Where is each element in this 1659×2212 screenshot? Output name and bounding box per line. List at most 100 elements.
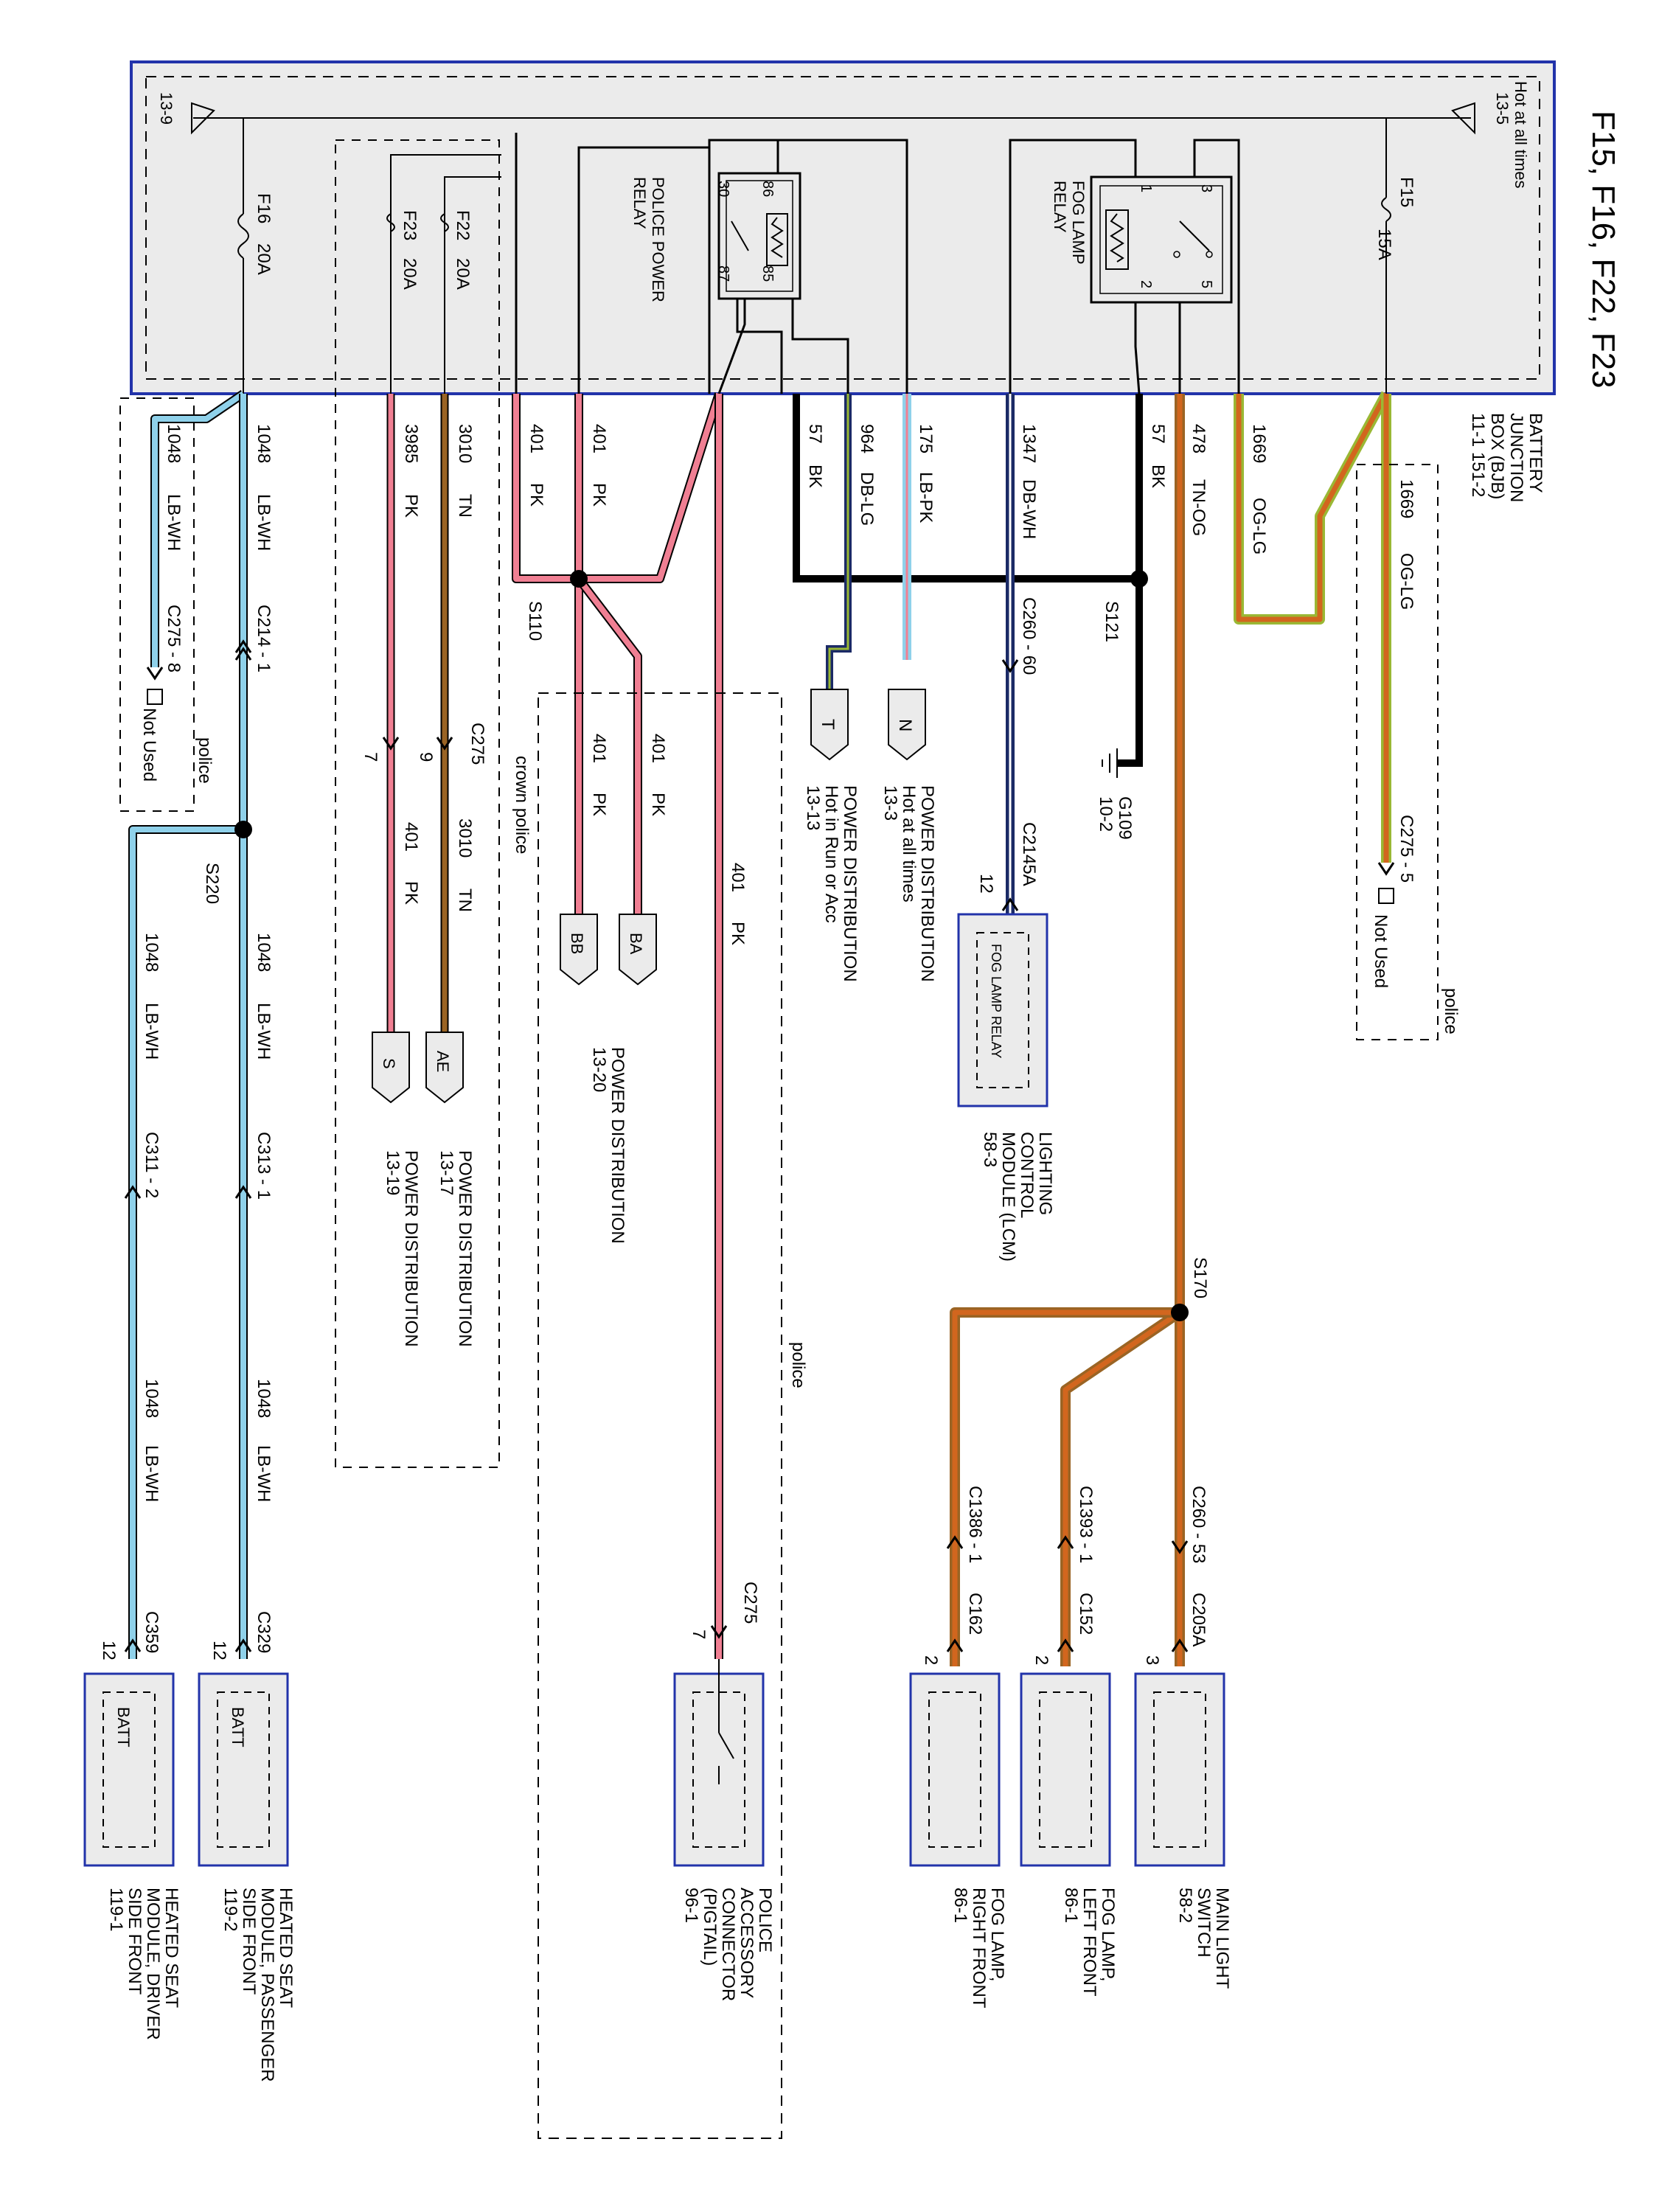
fog-lamp-left-label-3: 86-1: [1061, 1888, 1081, 1923]
svg-text:BATT: BATT: [114, 1707, 133, 1747]
connector-arrow-icon: [1001, 897, 1019, 911]
connector-pin-2-b: 2: [921, 1655, 941, 1665]
connector-c275-bottom: C275: [740, 1582, 760, 1624]
wire-1048-circuit-2: 1048: [164, 424, 184, 463]
page-title: F15, F16, F22, F23: [1585, 111, 1621, 389]
connector-c275-5: C275 - 5: [1397, 815, 1416, 883]
police-acc-label-1: POLICE: [755, 1888, 775, 1952]
fog-lamp-relay-label-2: RELAY: [1051, 181, 1069, 233]
reference-triangle-icon: [1451, 102, 1475, 135]
wire-3010-circuit: 3010: [455, 424, 475, 463]
wire-1669-circuit-2: 1669: [1397, 479, 1416, 518]
wire-1048-color: LB-WH: [254, 494, 274, 551]
power-dist-n-line3: 13-3: [880, 785, 900, 821]
wire-401-circuit: 401: [589, 424, 609, 453]
fog-lamp-right-label-2: RIGHT FRONT: [969, 1888, 989, 2008]
svg-text:AE: AE: [434, 1051, 452, 1072]
hs-driver-label-4: 119-1: [106, 1888, 126, 1932]
wire-964: [826, 394, 852, 689]
svg-text:1: 1: [1138, 184, 1154, 192]
connector-c205a: C205A: [1189, 1593, 1208, 1646]
svg-text:BATT: BATT: [229, 1707, 247, 1747]
connector-pin-9: 9: [416, 752, 436, 762]
connector-c260-53: C260 - 53: [1189, 1486, 1208, 1563]
svg-text:30: 30: [715, 181, 731, 197]
connector-pin-7-b: 7: [689, 1630, 709, 1639]
svg-text:3: 3: [1198, 184, 1214, 192]
fuse-f16: F16 20A: [237, 118, 274, 394]
wire-401-circuit-2: 401: [526, 424, 546, 453]
power-dist-s-line2: 13-19: [383, 1150, 403, 1195]
battery-junction-box: [130, 60, 1556, 395]
wire-1048-color-4: LB-WH: [142, 1003, 161, 1060]
lcm-label-1: LIGHTING: [1035, 1132, 1055, 1215]
wire-1669-color-2: OG-LG: [1397, 553, 1416, 610]
lighting-control-module: FOG LAMP RELAY: [957, 913, 1048, 1107]
reference-triangle-icon: [191, 102, 215, 135]
fuse-f22: F22 20A: [440, 176, 501, 394]
wire-1669: [1234, 391, 1391, 863]
power-dist-t-line3: 13-13: [803, 785, 823, 830]
wire-1669-circuit: 1669: [1249, 424, 1269, 463]
wire-3010-circuit-2: 3010: [455, 818, 475, 858]
svg-text:T: T: [818, 719, 838, 730]
power-dist-pin-t: T: [810, 689, 849, 761]
wire-57-circuit: 57: [1148, 424, 1168, 444]
wire-478-color: TN-OG: [1189, 479, 1208, 536]
wire-1347-color: DB-WH: [1019, 479, 1039, 539]
wire-3985-circuit: 3985: [401, 424, 421, 463]
wire-1048-color-3: LB-WH: [254, 1003, 274, 1060]
wire-3010-color-2: TN: [455, 888, 475, 912]
connector-pin-3: 3: [1142, 1655, 1162, 1665]
fuse-f23: F23 20A: [386, 154, 501, 394]
connector-pin-7-a: 7: [361, 752, 380, 762]
wire-478: [950, 394, 1185, 1666]
power-dist-ae-line1: POWER DISTRIBUTION: [455, 1150, 475, 1347]
wire-1048-circuit-5: 1048: [254, 1379, 274, 1418]
main-light-switch-label-1: MAIN LIGHT: [1212, 1888, 1232, 1989]
wire-175-circuit: 175: [916, 424, 936, 453]
wire-3010-color: TN: [455, 494, 475, 518]
wire-964-color: DB-LG: [857, 472, 877, 526]
power-dist-n-line1: POWER DISTRIBUTION: [917, 785, 937, 982]
police-label-2: police: [195, 737, 215, 784]
connector-c2145a: C2145A: [1019, 822, 1039, 886]
connector-c1386-1: C1386 - 1: [965, 1486, 985, 1563]
fog-lamp-right-front: [909, 1672, 1001, 1867]
ground-ref: 10-2: [1096, 796, 1116, 832]
lcm-label-2: CONTROL: [1017, 1132, 1037, 1218]
lcm-label-3: MODULE (LCM): [998, 1132, 1018, 1262]
ref-13-9: 13-9: [157, 92, 175, 125]
wire-1048-circuit: 1048: [254, 424, 274, 463]
connector-c313-1: C313 - 1: [254, 1132, 274, 1200]
connector-c1393-1: C1393 - 1: [1076, 1486, 1096, 1563]
connector-c214-1: C214 - 1: [254, 605, 274, 672]
svg-text:5: 5: [1198, 280, 1214, 288]
connector-c329: C329: [254, 1611, 274, 1653]
wire-57-color: BK: [1148, 465, 1168, 488]
power-dist-pin-n: N: [888, 689, 926, 761]
hs-pass-label-3: SIDE FRONT: [239, 1888, 259, 1995]
wire-175-color: LB-PK: [916, 472, 936, 523]
ground-g109: G109: [1115, 796, 1135, 840]
wire-1347-circuit: 1347: [1019, 424, 1039, 463]
police-acc-label-2: ACCESSORY: [737, 1888, 757, 1998]
svg-text:15A: 15A: [1374, 229, 1394, 260]
connector-arrow-icon: [1001, 659, 1019, 673]
police-power-relay-label: POLICE POWER: [649, 177, 667, 302]
wire-401-circuit-5: 401: [728, 863, 748, 892]
wire-1048: [128, 390, 248, 1659]
svg-text:20A: 20A: [453, 258, 473, 290]
power-dist-pin-ba: BA: [619, 914, 657, 986]
splice-s121-label: S121: [1102, 601, 1121, 642]
main-light-switch-label-3: 58-2: [1175, 1888, 1195, 1923]
wire-401: [512, 392, 723, 1659]
power-dist-ba-line2: 13-20: [589, 1047, 609, 1092]
bjb-label-4: 11-1 151-2: [1468, 413, 1488, 497]
svg-text:86: 86: [759, 181, 776, 197]
main-light-switch-label-2: SWITCH: [1194, 1888, 1214, 1958]
power-dist-ae-line2: 13-17: [437, 1150, 456, 1195]
svg-text:20A: 20A: [254, 243, 274, 275]
splice-s121: [1130, 570, 1148, 588]
wire-1669-color: OG-LG: [1249, 498, 1269, 554]
